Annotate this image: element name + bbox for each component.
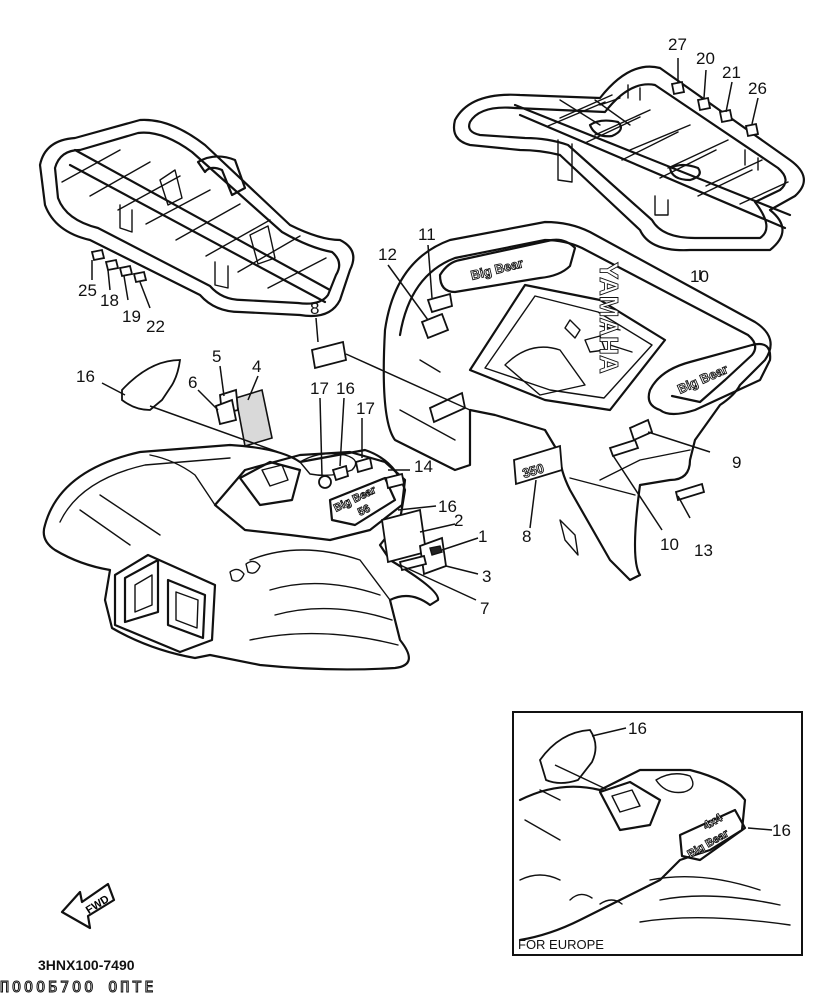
callout-4: 4 bbox=[252, 357, 261, 376]
decal-350 bbox=[513, 444, 563, 486]
callout-25: 25 bbox=[78, 281, 97, 300]
drawing-code: 3HNX100-7490 bbox=[38, 957, 135, 973]
callout-1: 1 bbox=[478, 527, 487, 546]
callout-18: 17 bbox=[356, 399, 375, 418]
callout-9: 9 bbox=[732, 453, 741, 472]
callout-5: 5 bbox=[212, 347, 221, 366]
callout-11: 10 bbox=[690, 267, 709, 286]
callout-6: 6 bbox=[188, 373, 197, 392]
tank-digits-emboss: 56 bbox=[356, 503, 372, 519]
callout-8-bottom: 8 bbox=[522, 527, 531, 546]
fender-yamaha-emboss: YAMAHA bbox=[594, 262, 624, 374]
callout-14: 13 bbox=[694, 541, 713, 560]
decal-8 bbox=[310, 340, 348, 370]
callout-2: 2 bbox=[454, 511, 463, 530]
callout-15: 14 bbox=[414, 457, 433, 476]
callout-numbers: 27 20 21 26 25 18 19 22 12 11 10 8 16 5 … bbox=[76, 35, 767, 618]
decal-12 bbox=[420, 312, 450, 340]
side-bigbear-emboss: Big Bear bbox=[675, 361, 730, 396]
callout-3: 3 bbox=[482, 567, 491, 586]
callout-20: 18 bbox=[100, 291, 119, 310]
callout-10: 10 bbox=[660, 535, 679, 554]
callout-26: 26 bbox=[748, 79, 767, 98]
tank-bigbear-emboss: Big Bear bbox=[332, 484, 379, 515]
rear-carrier-labels bbox=[670, 80, 760, 138]
front-fender: Big Bear 56 bbox=[42, 388, 447, 671]
decal-2 bbox=[380, 508, 428, 564]
rear-bigbear-emboss: Big Bear bbox=[469, 255, 525, 282]
callout-7: 7 bbox=[480, 599, 489, 618]
callout-17: 16 bbox=[336, 379, 355, 398]
callout-27: 27 bbox=[668, 35, 687, 54]
front-carrier bbox=[38, 118, 355, 318]
europe-inset: 4x4 Big Bear 16 16 FOR EUROPE bbox=[512, 711, 803, 956]
displacement-emboss: 350 bbox=[521, 460, 546, 480]
callout-12: 11 bbox=[418, 225, 436, 244]
fender-decals: 350 bbox=[310, 292, 706, 502]
fwd-arrow-icon: FWD bbox=[60, 882, 116, 930]
decal-9 bbox=[628, 418, 654, 442]
decal-4 bbox=[235, 388, 273, 448]
decal-19 bbox=[318, 475, 332, 489]
inset-callout-16-side: 16 bbox=[772, 821, 791, 840]
callout-8-top: 8 bbox=[310, 299, 319, 318]
callout-16-tank: 16 bbox=[438, 497, 457, 516]
callout-13: 12 bbox=[378, 245, 397, 264]
callout-22: 20 bbox=[696, 49, 715, 68]
callout-24: 22 bbox=[146, 317, 165, 336]
callout-23: 21 bbox=[722, 63, 741, 82]
footer-code: ПОООБ7ОО ОПТЕ bbox=[0, 978, 156, 995]
rear-carrier bbox=[452, 65, 805, 252]
decal-16-main bbox=[121, 359, 182, 411]
callout-21: 19 bbox=[122, 307, 141, 326]
callout-16-left: 16 bbox=[76, 367, 95, 386]
callout-19: 17 bbox=[310, 379, 329, 398]
leader-lines bbox=[91, 58, 759, 601]
front-carrier-labels bbox=[90, 248, 148, 284]
inset-caption: FOR EUROPE bbox=[518, 937, 604, 952]
inset-callout-16-top: 16 bbox=[628, 719, 647, 738]
